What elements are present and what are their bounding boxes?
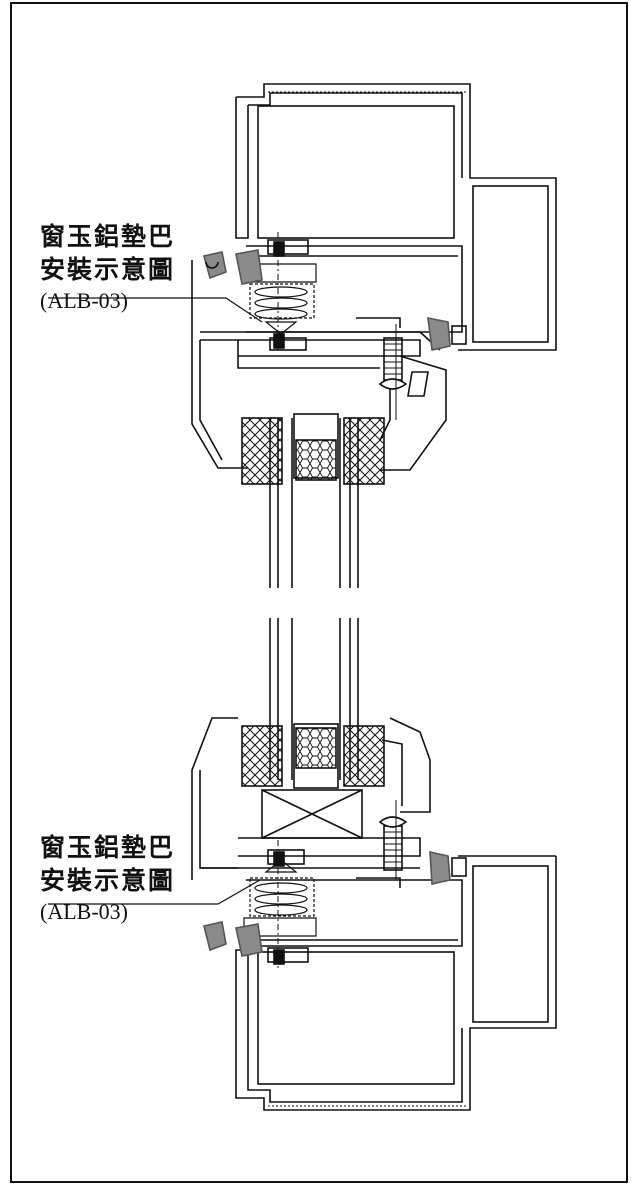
top-aluminium-packer (243, 263, 317, 335)
top-screw (267, 232, 309, 352)
callout-title-line1: 窗玉鋁墊巴 (40, 833, 176, 862)
bottom-sash-profile (191, 717, 431, 888)
top-glass-panels (269, 418, 359, 588)
top-outer-frame-profile (235, 83, 557, 351)
top-leader-line (48, 297, 263, 323)
bottom-outer-frame-profile (235, 855, 557, 1111)
top-sash-profile (191, 260, 447, 471)
drawing-frame (10, 2, 628, 1183)
bottom-screw (267, 840, 309, 968)
bottom-leader-line (48, 879, 261, 905)
callout-title-line2: 安裝示意圖 (40, 255, 176, 284)
bottom-packer-callout: 窗玉鋁墊巴 安裝示意圖 (ALB-03) (40, 835, 175, 923)
top-hinge-bolt (378, 324, 429, 420)
top-packer-callout: 窗玉鋁墊巴 安裝示意圖 (ALB-03) (40, 224, 175, 312)
callout-title-line1: 窗玉鋁墊巴 (40, 222, 176, 251)
top-glazing-gaskets (241, 413, 385, 485)
bottom-weather-seals (203, 850, 467, 957)
bottom-hinge-bolt (378, 800, 408, 880)
callout-part-code: (ALB-03) (40, 288, 128, 313)
callout-part-code: (ALB-03) (40, 899, 128, 924)
top-weather-seals (203, 249, 467, 351)
callout-title-line2: 安裝示意圖 (40, 866, 176, 895)
bottom-glazing-gaskets (241, 723, 385, 839)
